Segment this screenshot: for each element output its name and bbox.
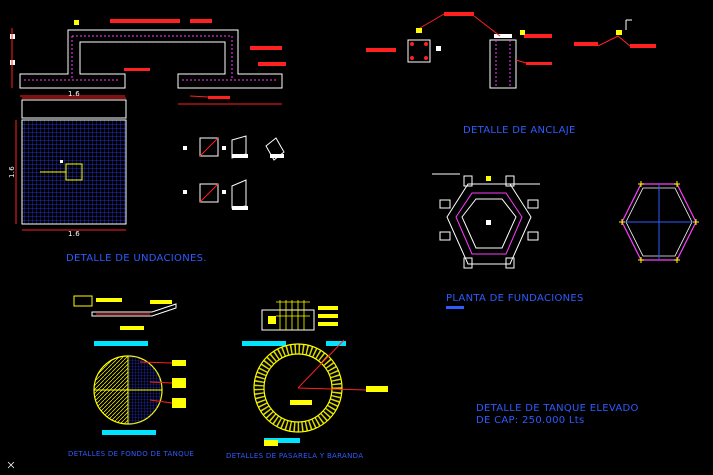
detail-diag [199,137,219,157]
hex-tank-plan [619,181,699,263]
dim-height-side: 1.6 [8,165,17,179]
marker [222,146,226,150]
hex-outer [446,183,532,265]
callout-tag [366,48,396,52]
callout-tag [190,19,212,23]
marker [60,160,63,163]
callout-tag [250,46,282,50]
cyan-tag [264,438,300,443]
small-details [183,135,285,210]
cyan-tag [326,341,346,346]
leader-line [473,15,501,37]
dim-width-top: 1.6 [68,90,81,98]
callout-tag [444,12,474,16]
callout-tag [208,96,230,99]
dim-width-bottom: 1.6 [68,230,81,238]
title-plantas: PLANTA DE FUNDACIONES [446,293,584,304]
detail-base [232,206,248,210]
title-pasarela: DETALLES DE PASARELA Y BARANDA [226,452,364,460]
title-tanque-line2: DE CAP: 250.000 Lts [476,415,585,426]
title-underline [446,306,464,309]
detail-shape [231,179,247,209]
detail-base [270,154,284,158]
footing-rebar [71,35,233,78]
mesh-plan [15,97,127,231]
anchor-square [407,39,431,63]
detail-square [199,137,219,157]
callout-tag [258,62,286,66]
callout-tag [124,68,150,71]
callout-tag [630,44,656,48]
detail-base [232,154,248,158]
hex-inner [461,198,517,249]
detail-diag [199,183,219,203]
anchor-detail [366,12,656,89]
marker [416,28,422,33]
plinth-rect [21,99,127,119]
cyan-tag [94,341,148,346]
tank-bottom-detail [73,295,186,435]
foundation-section [10,19,286,105]
walkway-inner-ring [263,353,333,423]
walkway-outer-ring [253,343,343,433]
callout-tag [526,62,552,65]
ucs-axis-icon [7,461,15,469]
hex-rebar [455,192,523,255]
title-undaciones: DETALLE DE UNDACIONES. [66,253,207,264]
title-fondo: DETALLES DE FONDO DE TANQUE [68,450,195,458]
title-anclaje: DETALLE DE ANCLAJE [463,125,576,136]
callout-tag [524,34,552,38]
anchor-cap [494,34,512,38]
marker [183,146,187,150]
marker [222,190,226,194]
cyan-tag [102,430,156,435]
title-tanque-line1: DETALLE DE TANQUE ELEVADO [476,403,639,414]
leader-line [189,95,209,98]
cyan-tag [242,341,286,346]
leader-line [419,13,445,29]
anchor-column [489,39,517,89]
marker [74,20,79,25]
marker [520,30,525,35]
marker [436,46,441,51]
callout-tag [574,42,598,46]
marker [183,190,187,194]
callout-tag [110,19,180,23]
walkway-detail [242,300,388,446]
detail-square [199,183,219,203]
hex-foundation-plan [432,173,540,269]
footing-outline [19,29,283,89]
marker [616,30,622,35]
mesh-slab [21,119,127,225]
